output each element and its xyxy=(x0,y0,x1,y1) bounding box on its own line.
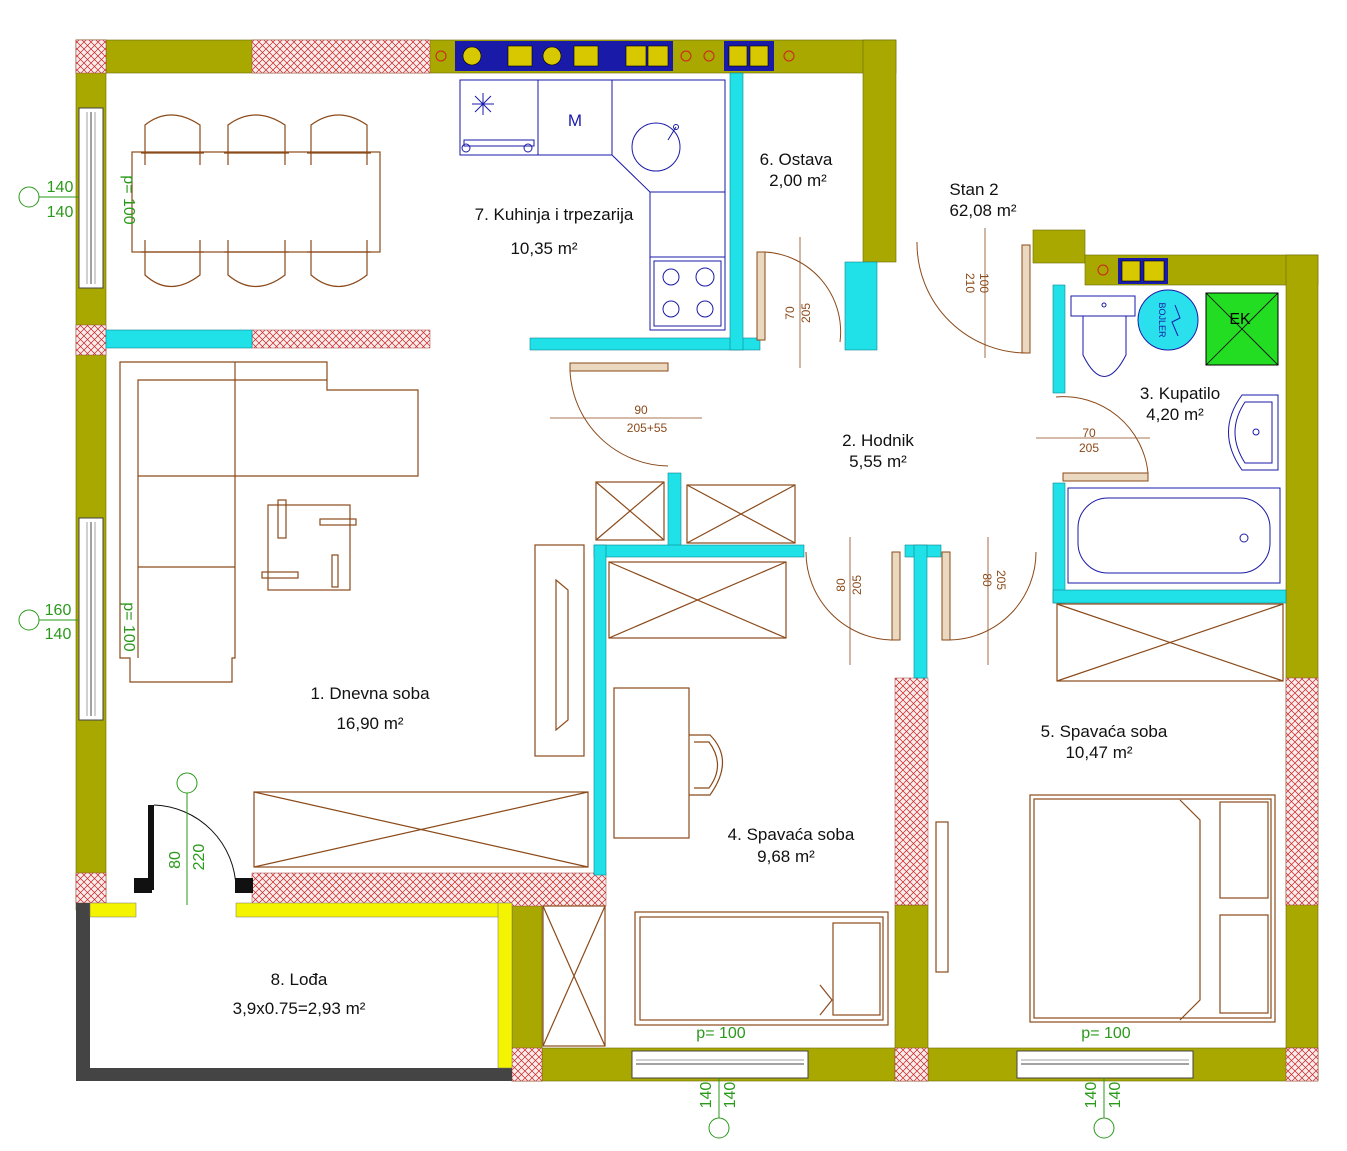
window-bed4-p: p= 100 xyxy=(696,1025,745,1042)
outer-walls xyxy=(75,39,1319,1082)
room-name-ostava: 6. Ostava xyxy=(760,150,833,169)
room-area-dnevna: 16,90 m² xyxy=(336,714,403,733)
door-dim-ostava-h: 205 xyxy=(799,303,813,323)
room-name-spavaca5: 5. Spavaća soba xyxy=(1041,722,1168,741)
window-dining-p: p= 100 xyxy=(120,175,137,224)
window-dining-h: 140 xyxy=(47,204,74,221)
sink-icon xyxy=(631,122,681,172)
door-dim-loggia-w: 80 xyxy=(167,851,184,869)
boiler-label: BOJLER xyxy=(1157,302,1167,338)
ek-label: EK xyxy=(1229,311,1251,328)
dishwasher-icon: M xyxy=(568,111,582,130)
toilet-icon xyxy=(1070,295,1136,377)
apartment-area: 62,08 m² xyxy=(949,201,1016,220)
door-dim-room5-h: 205 xyxy=(994,570,1008,590)
room-name-loda: 8. Lođa xyxy=(271,970,328,989)
coffee-table xyxy=(261,499,357,591)
window-dining xyxy=(78,107,104,289)
stove-icon xyxy=(653,260,722,327)
door-dim-room5-w: 80 xyxy=(980,573,994,587)
room-area-spavaca4: 9,68 m² xyxy=(757,847,815,866)
window-dining-w: 140 xyxy=(47,179,74,196)
door-dim-kitchen-w: 90 xyxy=(634,403,648,417)
door-dim-loggia-h: 220 xyxy=(191,844,208,871)
room-area-loda: 3,9x0.75=2,93 m² xyxy=(233,999,366,1018)
shower-tray: EK xyxy=(1205,292,1279,366)
kitchen-installation-strip xyxy=(435,41,1168,284)
room-area-kupatilo: 4,20 m² xyxy=(1146,405,1204,424)
room-area-spavaca5: 10,47 m² xyxy=(1065,743,1132,762)
room-area-ostava: 2,00 m² xyxy=(769,171,827,190)
door-dim-bath-h: 205 xyxy=(1079,441,1099,455)
window-bed5-h: 140 xyxy=(1107,1082,1124,1109)
doors xyxy=(569,241,1149,641)
window-bed5-w: 140 xyxy=(1083,1082,1100,1109)
partitions xyxy=(105,72,1287,876)
room-name-spavaca4: 4. Spavaća soba xyxy=(728,825,855,844)
door-dim-kitchen-h: 205+55 xyxy=(627,421,668,435)
washbasin-icon xyxy=(1228,394,1279,471)
room-name-kuhinja: 7. Kuhinja i trpezarija xyxy=(475,205,634,224)
window-living-h: 140 xyxy=(45,626,72,643)
window-bed5-p: p= 100 xyxy=(1081,1025,1130,1042)
window-living-w: 160 xyxy=(45,602,72,619)
boiler-icon: BOJLER xyxy=(1137,289,1199,351)
double-bed xyxy=(1029,794,1276,1023)
fridge-icon xyxy=(461,93,535,153)
window-bed4 xyxy=(631,1050,809,1079)
door-dim-entry-h: 210 xyxy=(963,273,977,293)
dining-table xyxy=(131,151,381,253)
door-dim-bath-w: 70 xyxy=(1082,426,1096,440)
window-living-p: p= 100 xyxy=(120,602,137,651)
room-name-kupatilo: 3. Kupatilo xyxy=(1140,384,1220,403)
room-area-hodnik: 5,55 m² xyxy=(849,452,907,471)
door-dim-ostava-w: 70 xyxy=(783,306,797,320)
window-bed5 xyxy=(1016,1050,1194,1079)
kitchen-units xyxy=(459,79,726,331)
single-bed xyxy=(634,911,889,1026)
room-area-kuhinja: 10,35 m² xyxy=(510,239,577,258)
loggia xyxy=(76,902,513,1081)
apartment-name: Stan 2 xyxy=(949,180,998,199)
concrete-hatch xyxy=(75,39,1319,1082)
bathtub-icon xyxy=(1067,487,1281,584)
window-bed4-w: 140 xyxy=(698,1082,715,1109)
door-dim-entry-w: 100 xyxy=(977,273,991,293)
closets xyxy=(253,481,1284,1047)
window-markers xyxy=(18,186,1115,1139)
door-dim-room4-h: 205 xyxy=(850,575,864,595)
door-dim-room4-w: 80 xyxy=(834,578,848,592)
desk xyxy=(613,687,723,839)
corner-sofa xyxy=(119,361,419,683)
tv-units xyxy=(534,544,949,973)
loggia-door xyxy=(134,804,253,893)
window-bed4-h: 140 xyxy=(722,1082,739,1109)
room-name-dnevna: 1. Dnevna soba xyxy=(310,684,430,703)
room-name-hodnik: 2. Hodnik xyxy=(842,431,914,450)
dining-chairs xyxy=(141,114,371,287)
window-living xyxy=(78,517,104,721)
dimension-lines xyxy=(550,228,1150,665)
